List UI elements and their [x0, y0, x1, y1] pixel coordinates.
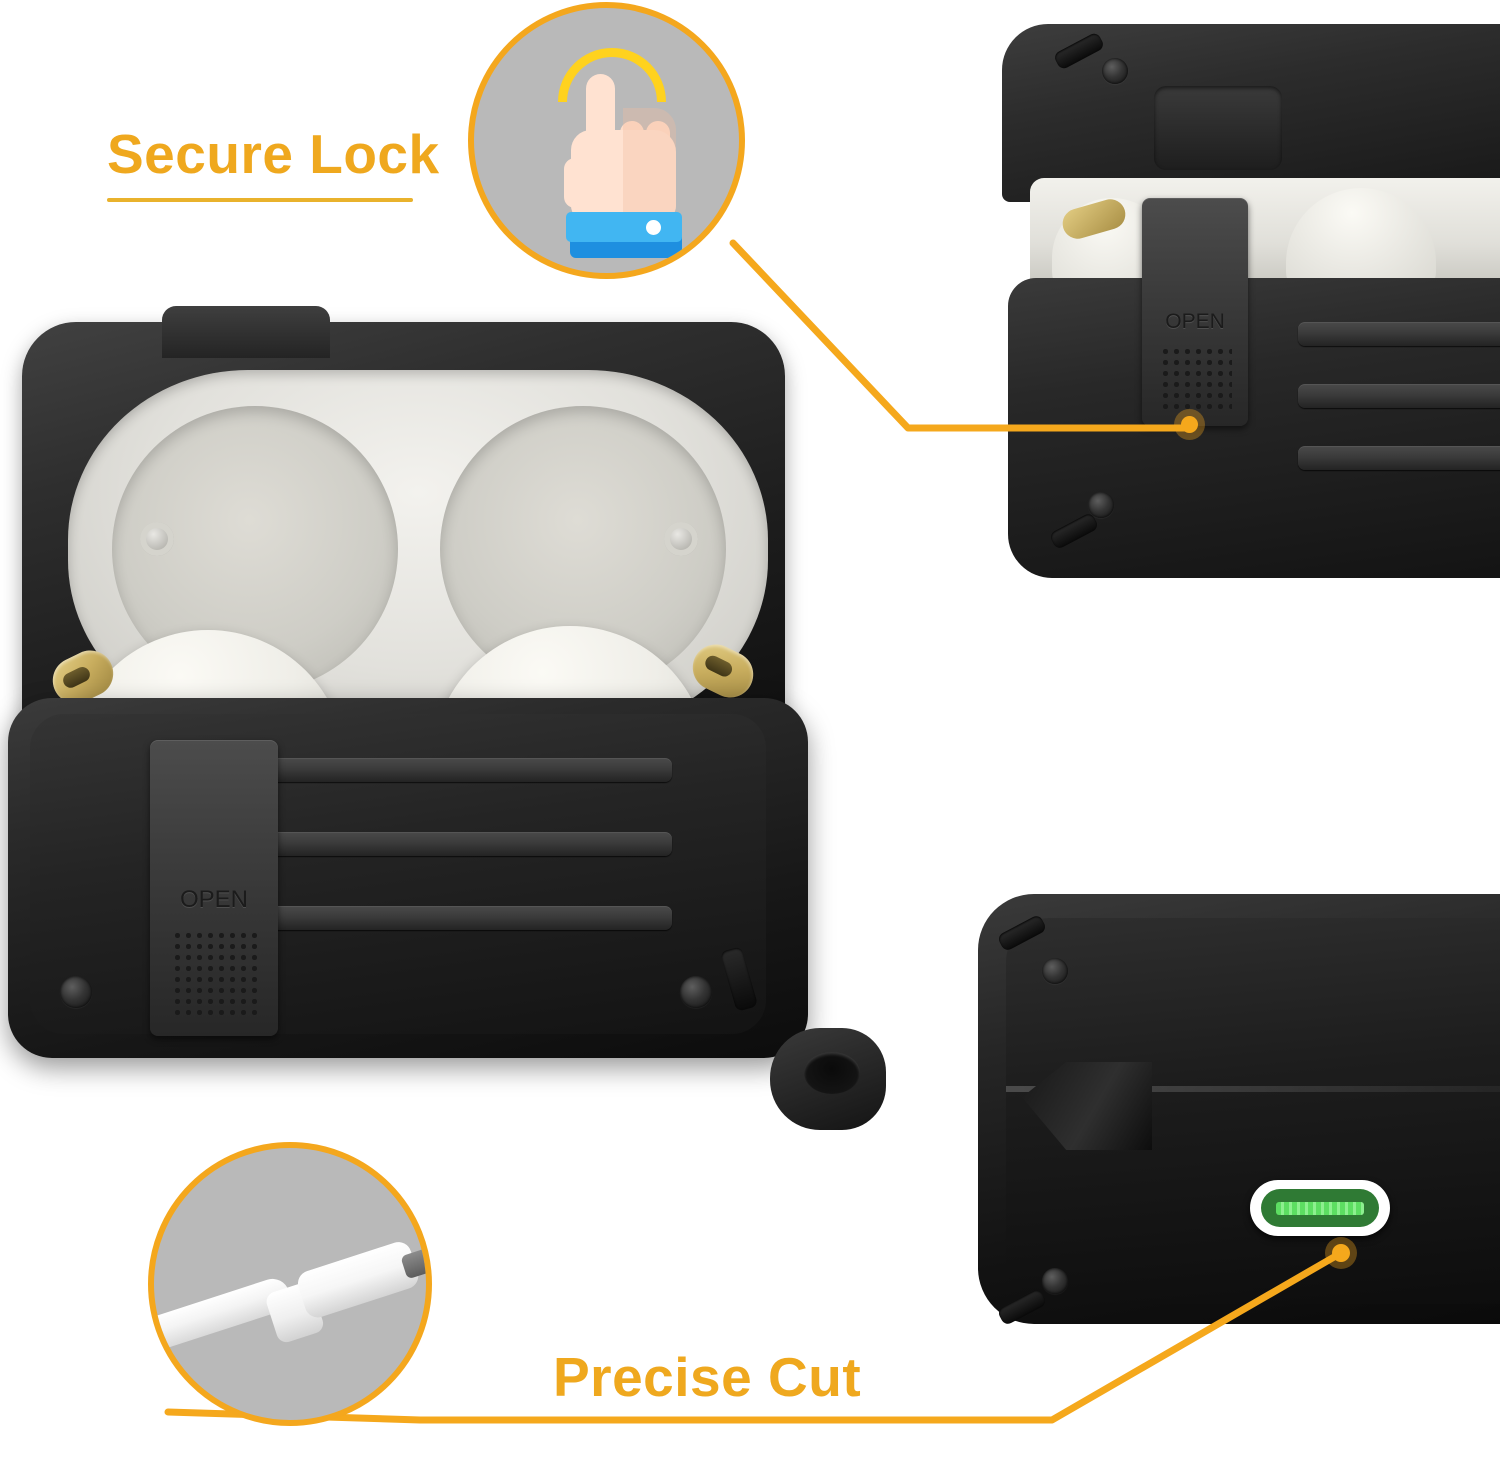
tr-case-rib-1 [1298, 322, 1500, 346]
tr-open-latch[interactable]: OPEN [1142, 198, 1248, 426]
tr-open-latch-label: OPEN [1165, 310, 1225, 333]
product-view-usb-port-closeup [960, 880, 1500, 1340]
case-body [8, 698, 808, 1058]
case-body-face [30, 714, 766, 1034]
secure-lock-title: Secure Lock [107, 123, 440, 185]
precise-cut-callout-dot [1332, 1244, 1350, 1262]
case-rib-2 [242, 832, 672, 856]
product-view-latch-closeup: OPEN [990, 10, 1500, 582]
tr-screw-bottom [1088, 492, 1114, 518]
tr-case-rib-2 [1298, 384, 1500, 408]
tr-vent-slot-bottom [1048, 511, 1100, 551]
hand-palm-icon [571, 130, 676, 220]
case-rib-3 [242, 906, 672, 930]
lid-hinge-tab [162, 306, 330, 358]
tr-vent-slot-top [1052, 31, 1106, 71]
secure-lock-icon-circle [468, 2, 745, 279]
hand-shadow-overlay [623, 108, 676, 220]
usb-c-port-contacts [1276, 1202, 1364, 1215]
secure-lock-title-underline [107, 198, 413, 202]
secure-lock-callout-dot [1181, 416, 1198, 433]
product-view-hero: OPEN [8, 300, 908, 1130]
cable-connector-body-icon [294, 1238, 422, 1321]
open-latch-grip [172, 930, 258, 1016]
case-screw-left [60, 976, 92, 1008]
sleeve-cuff-upper-icon [566, 212, 682, 242]
hand-thumb-icon [564, 158, 586, 208]
tr-case-lid [1002, 24, 1500, 202]
lid-magnet-right [664, 522, 698, 556]
open-latch[interactable]: OPEN [150, 740, 278, 1036]
precise-cut-title: Precise Cut [553, 1346, 862, 1408]
lid-magnet-left [140, 522, 174, 556]
sleeve-cuff-button-icon [646, 220, 661, 235]
precise-cut-icon-circle [148, 1142, 432, 1426]
tr-lid-hinge-tab [1154, 86, 1282, 170]
br-screw-top [1042, 958, 1068, 984]
tr-open-latch-grip [1160, 346, 1232, 410]
tr-case-body [1008, 278, 1500, 578]
tr-screw-top [1102, 58, 1128, 84]
keyring-hole [804, 1052, 860, 1094]
case-rib-1 [242, 758, 672, 782]
tr-case-rib-3 [1298, 446, 1500, 470]
br-case-seam [1006, 1086, 1500, 1092]
br-screw-bottom [1042, 1268, 1068, 1294]
case-screw-right [680, 976, 712, 1008]
open-latch-label: OPEN [179, 886, 248, 913]
